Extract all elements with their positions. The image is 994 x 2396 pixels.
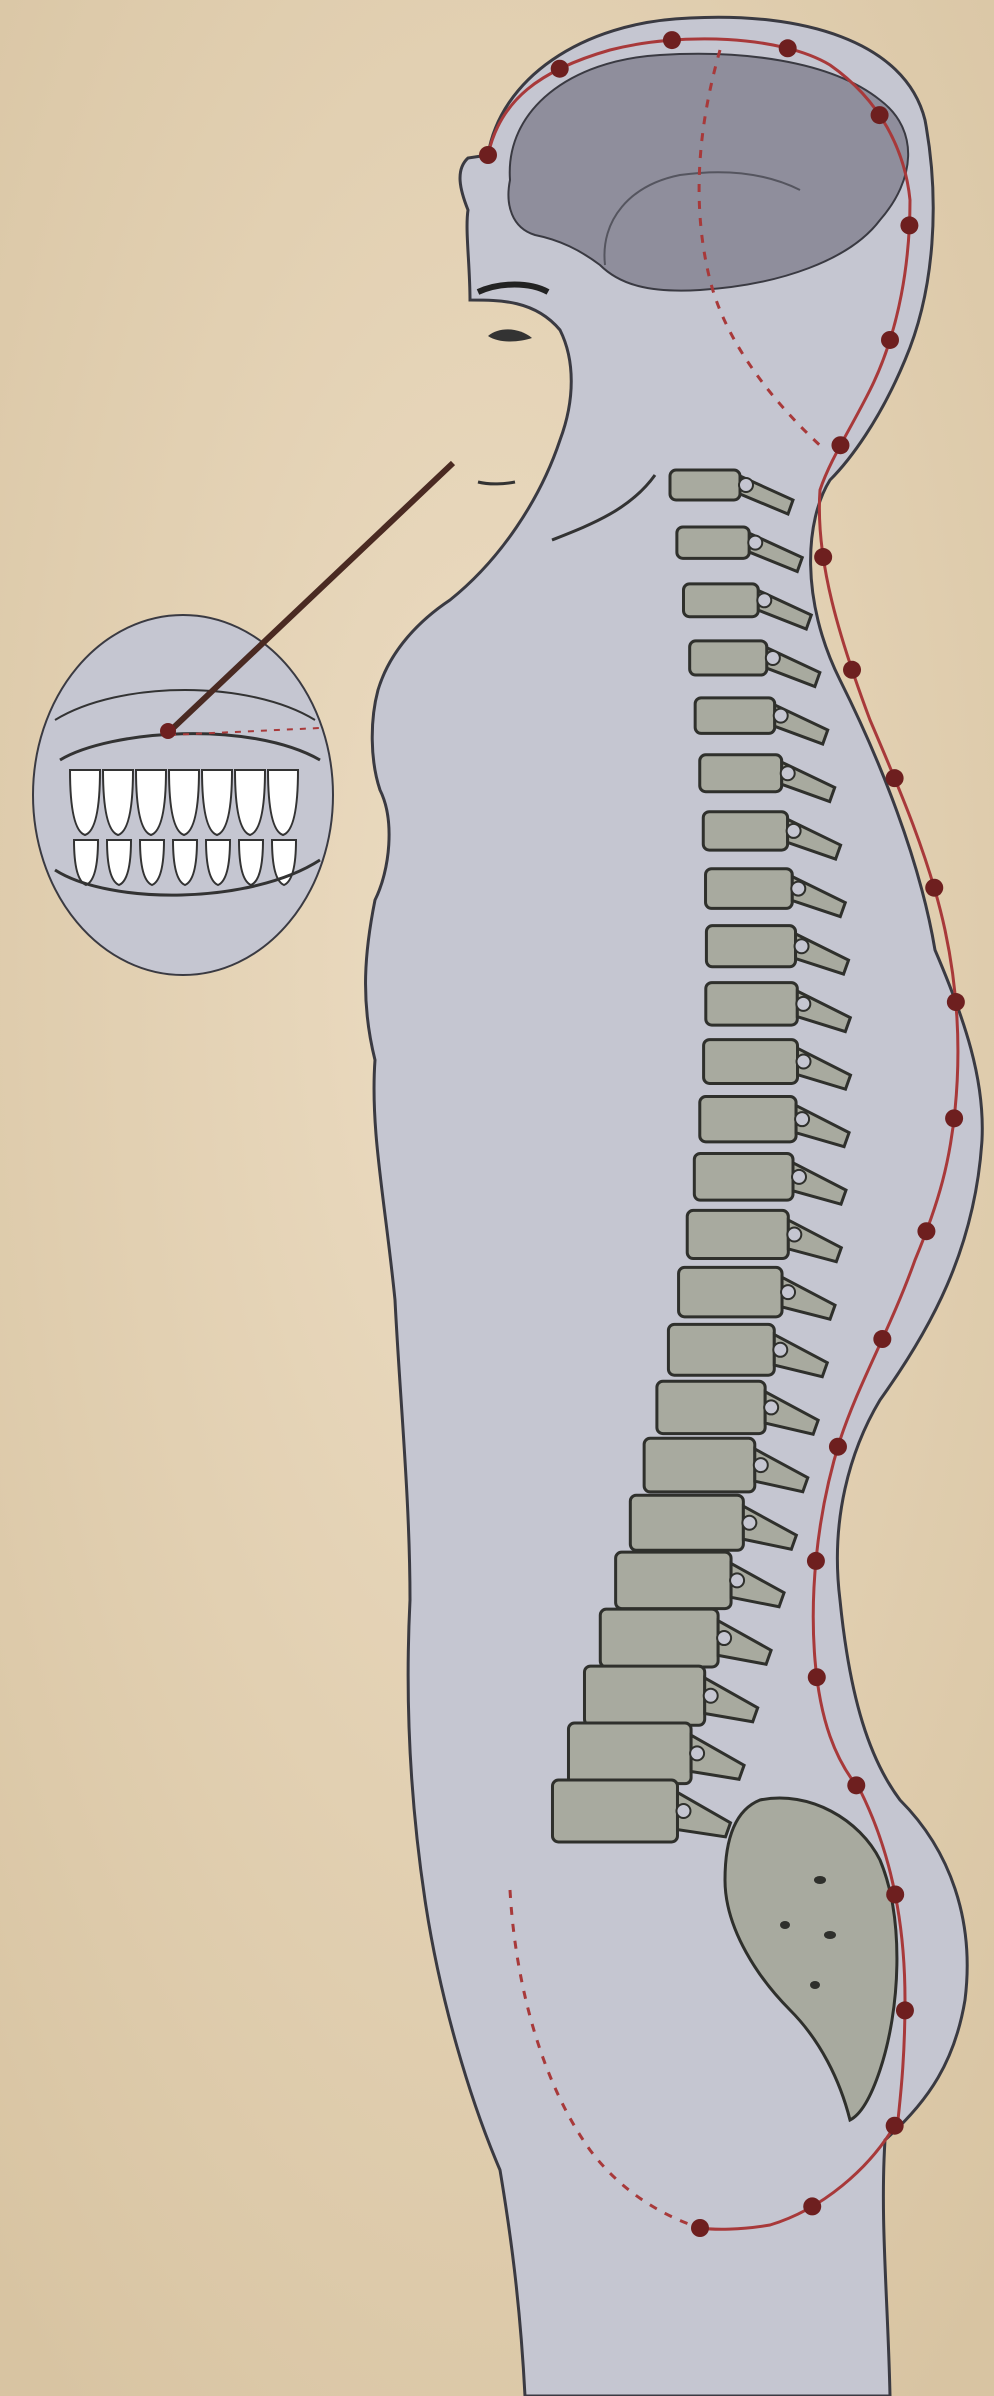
- acupoint-dot: [925, 879, 943, 897]
- acupoint-dot: [886, 1885, 904, 1903]
- acupoint-dot: [663, 31, 681, 49]
- acupoint-dot: [779, 39, 797, 57]
- acupoint-dot: [803, 2197, 821, 2215]
- acupoint-dot: [886, 769, 904, 787]
- acupoint-dot: [917, 1222, 935, 1240]
- acupoint-dot: [807, 1552, 825, 1570]
- acupoint-dot: [691, 2219, 709, 2237]
- acupoint-dot: [479, 146, 497, 164]
- acupoint-dot: [873, 1330, 891, 1348]
- acupoint-dot: [551, 60, 569, 78]
- acupoint-dot: [814, 548, 832, 566]
- acupoint-dot: [947, 993, 965, 1011]
- acupoint-dot: [886, 2117, 904, 2135]
- acupoint-dot: [945, 1109, 963, 1127]
- acupoint-dot: [896, 2001, 914, 2019]
- acupoint-dot: [900, 216, 918, 234]
- teeth-inset: [33, 615, 333, 975]
- acupoint-dot: [871, 106, 889, 124]
- acupoint-dot: [831, 436, 849, 454]
- acupoint-dot: [829, 1438, 847, 1456]
- acupoint-dot: [881, 331, 899, 349]
- acupoint-dot: [808, 1668, 826, 1686]
- acupoint-dot: [160, 723, 176, 739]
- acupoint-dot: [843, 661, 861, 679]
- acupoint-dot: [847, 1776, 865, 1794]
